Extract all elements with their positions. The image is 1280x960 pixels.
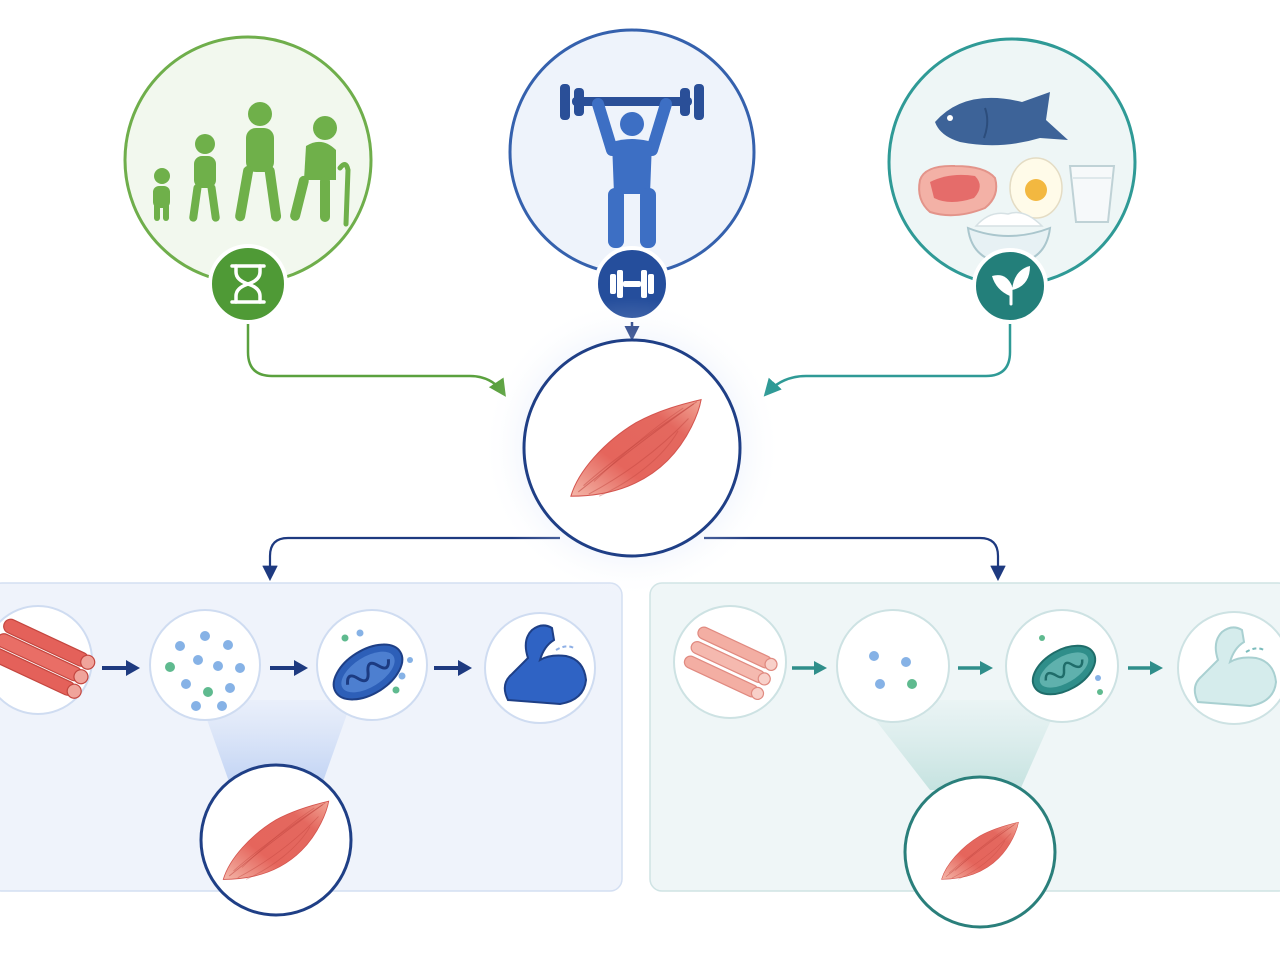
anabolic-connector [262,536,560,582]
leaf-icon [992,266,1030,306]
catabolic-result-beam [860,700,1060,790]
catabolic-step-2 [836,609,950,723]
flexed-arm-icon [503,624,588,706]
central-muscle-node [482,298,782,598]
leaf-badge [972,248,1048,324]
exercise-factor-node [508,28,756,322]
anabolic-step-3 [316,609,428,721]
catabolic-step-1 [673,605,787,719]
anabolic-result-beam [200,700,352,790]
catabolic-result-node [903,775,1057,929]
steak-icon [918,164,998,217]
aging-people-icon [153,102,351,227]
mitochondria-icon [332,629,413,701]
catabolic-step-3 [1005,609,1119,723]
fish-icon [935,92,1068,146]
nutrition-factor-node [887,37,1137,324]
mitochondria-icon [1031,635,1103,696]
catabolic-arrow-1 [792,661,827,675]
anabolic-result-node [199,763,353,917]
anabolic-step-4 [484,612,596,724]
molecules-icon [869,651,917,689]
hourglass-badge [208,244,288,324]
molecules-icon [165,631,245,711]
flexed-arm-icon [1193,626,1278,708]
aging-factor-node [123,35,373,324]
hourglass-icon [230,264,266,304]
milk-glass-icon [1068,165,1116,223]
muscle-fibers-icon [0,618,96,699]
anabolic-arrow-1 [102,660,140,676]
anabolic-step-2 [149,609,261,721]
catabolic-step-4 [1177,611,1280,725]
anabolic-arrow-2 [270,660,308,676]
catabolic-arrow-2 [958,661,993,675]
catabolic-connector [704,536,1006,582]
aging-connector [246,322,506,397]
muscle-fibers-icon [683,626,778,701]
weightlifter-icon [560,84,704,248]
dumbbell-icon [610,270,654,298]
catabolic-arrow-3 [1128,661,1163,675]
anabolic-arrow-3 [434,660,472,676]
nutrition-connector [763,322,1012,397]
egg-icon [1009,157,1063,219]
anabolic-step-1 [0,605,96,715]
